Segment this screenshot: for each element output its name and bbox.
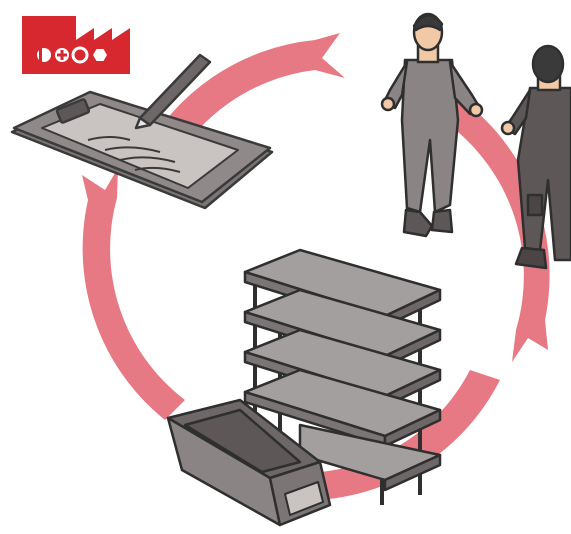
cycle-arc-left <box>82 168 185 420</box>
factory-logo-icon <box>22 16 130 74</box>
